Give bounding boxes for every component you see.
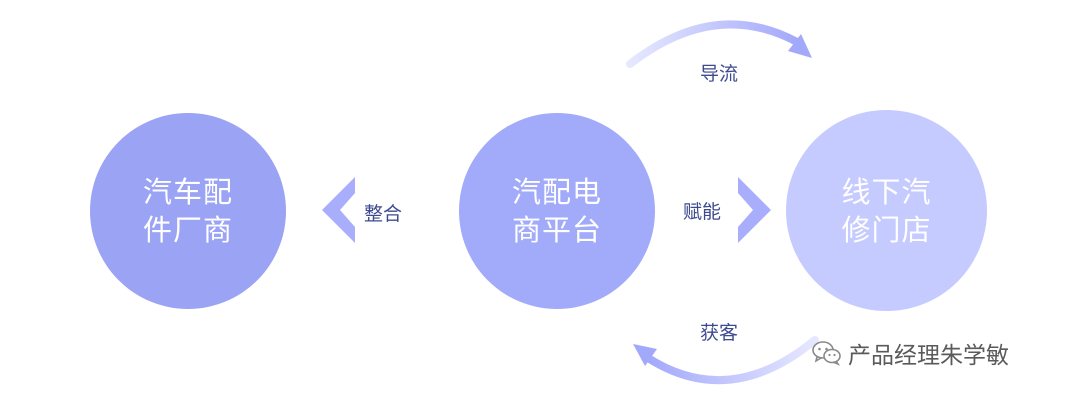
chevron-right-arrow bbox=[738, 177, 771, 243]
node-ecommerce-platform: 汽配电 商平台 bbox=[459, 113, 655, 309]
edge-label-traffic: 导流 bbox=[700, 63, 739, 85]
node-label-line1: 线下汽 bbox=[841, 174, 932, 209]
chevron-left-arrow bbox=[322, 177, 355, 243]
edge-label-acquire: 获客 bbox=[700, 322, 739, 344]
bottom-arrowhead bbox=[633, 344, 657, 366]
node-label-line2: 商平台 bbox=[511, 213, 602, 247]
bottom-curved-arrow bbox=[644, 336, 819, 385]
wechat-icon bbox=[812, 341, 841, 366]
node-auto-parts-manufacturer: 汽车配 件厂商 bbox=[90, 113, 286, 309]
node-label-line2: 件厂商 bbox=[142, 213, 233, 247]
watermark: 产品经理朱学敏 bbox=[812, 336, 1009, 370]
node-offline-repair-shop: 线下汽 修门店 bbox=[786, 110, 987, 311]
top-arrowhead bbox=[788, 34, 812, 58]
edge-label-integrate: 整合 bbox=[364, 203, 403, 225]
node-label-line2: 修门店 bbox=[841, 212, 932, 247]
watermark-text: 产品经理朱学敏 bbox=[848, 343, 1009, 369]
edge-label-empower: 赋能 bbox=[683, 201, 722, 223]
top-curved-arrow bbox=[626, 20, 801, 68]
node-label-line1: 汽配电 bbox=[511, 175, 602, 209]
node-label-line1: 汽车配 bbox=[142, 175, 233, 209]
